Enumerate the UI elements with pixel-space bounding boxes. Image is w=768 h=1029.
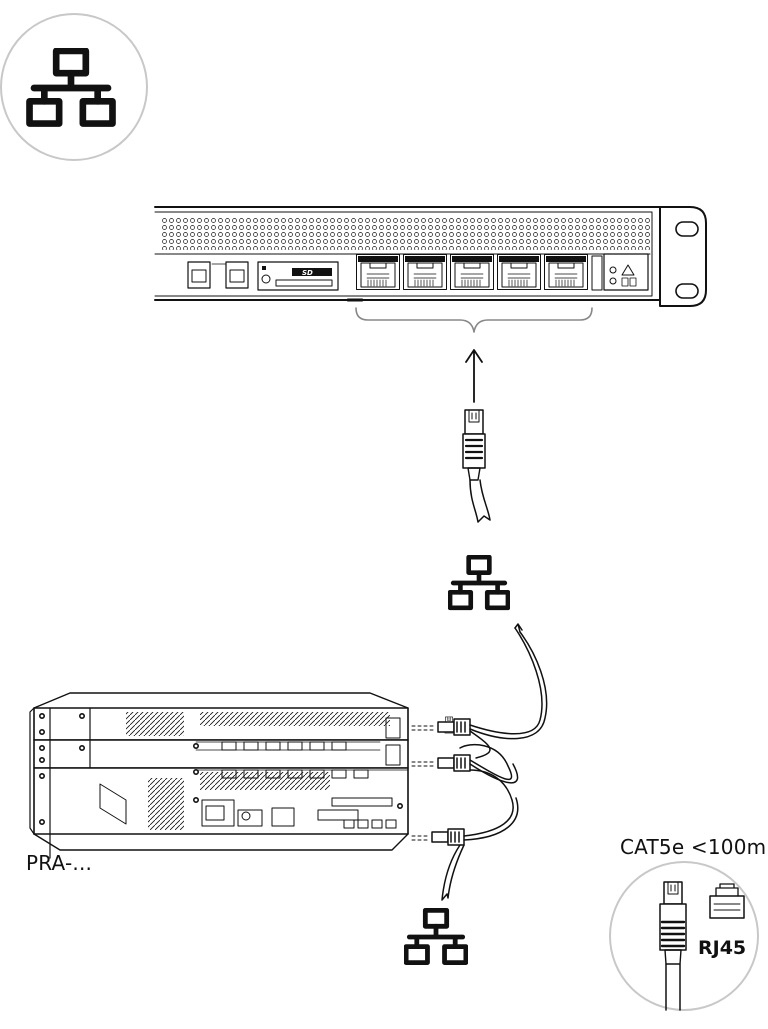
network-port-5 bbox=[544, 254, 588, 290]
daisy-chain-cables bbox=[411, 623, 548, 901]
network-badge bbox=[0, 13, 148, 161]
network-port-2 bbox=[403, 254, 447, 290]
cable-spec-label: CAT5e <100m bbox=[620, 835, 767, 859]
amplifier-stack bbox=[29, 692, 409, 859]
svg-text:SD: SD bbox=[302, 269, 313, 277]
network-port-1 bbox=[356, 254, 400, 290]
rack-unit: SD bbox=[154, 206, 707, 307]
network-port-4 bbox=[497, 254, 541, 290]
rj45-plug bbox=[462, 409, 491, 523]
ethernet-network-icon bbox=[406, 910, 466, 962]
connector-label: RJ45 bbox=[698, 937, 747, 959]
ethernet-network-icon bbox=[450, 557, 508, 608]
arrow-up-icon bbox=[465, 349, 483, 403]
connector-detail bbox=[609, 861, 759, 1011]
network-port-3 bbox=[450, 254, 494, 290]
device-label: PRA-... bbox=[26, 851, 93, 875]
port-group-bracket bbox=[355, 307, 593, 333]
